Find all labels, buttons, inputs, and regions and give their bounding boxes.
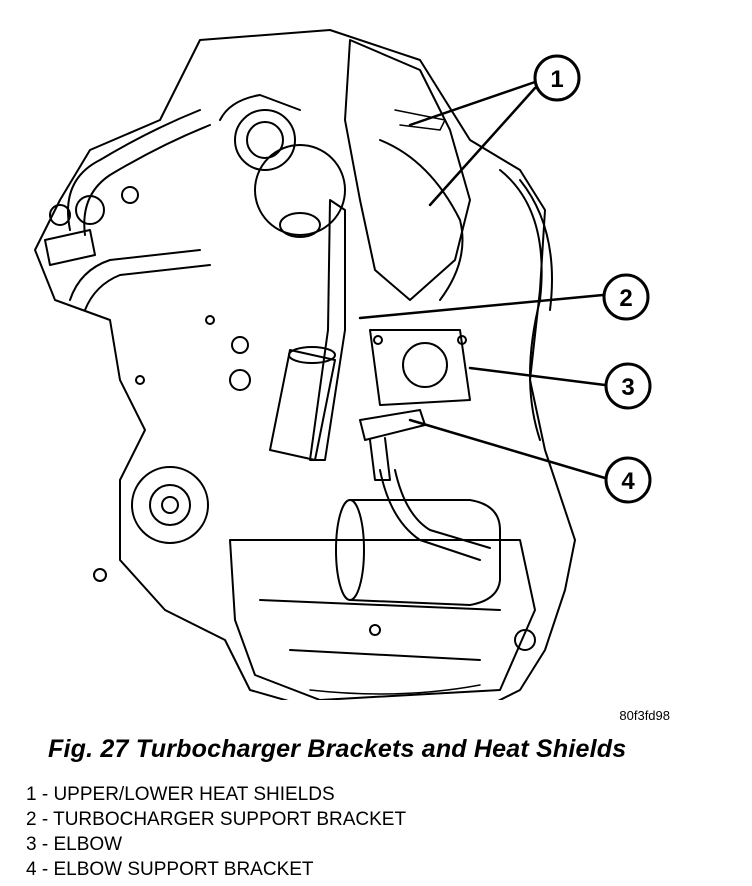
callout-2-label: 2 xyxy=(619,285,632,312)
legend-item: 1 - UPPER/LOWER HEAT SHIELDS xyxy=(26,784,335,805)
canister xyxy=(269,349,336,461)
upper-hose xyxy=(67,109,201,231)
callout-2: 2 xyxy=(602,273,650,321)
callout-4-label: 4 xyxy=(621,468,635,495)
legend-item: 4 - ELBOW SUPPORT BRACKET xyxy=(26,859,314,880)
figure-reference-code: 80f3fd98 xyxy=(619,708,670,723)
legend-item: 2 - TURBOCHARGER SUPPORT BRACKET xyxy=(26,809,407,830)
oil-pan xyxy=(229,539,536,700)
upper-heat-shield xyxy=(344,39,471,301)
exhaust-pipe xyxy=(349,499,501,606)
callout-1: 1 xyxy=(533,54,581,102)
callout-3-label: 3 xyxy=(621,374,634,401)
leader-lines xyxy=(358,80,607,480)
legend-item: 3 - ELBOW xyxy=(26,834,123,855)
figure-caption: Fig. 27 Turbocharger Brackets and Heat S… xyxy=(48,735,627,763)
callout-4: 4 xyxy=(604,456,652,504)
callout-3: 3 xyxy=(604,362,652,410)
callout-1-label: 1 xyxy=(550,66,563,93)
elbow-flange xyxy=(369,329,471,406)
turbo-inlet xyxy=(234,109,296,171)
elbow-support-bracket xyxy=(359,409,426,441)
engine-block-outline xyxy=(34,29,576,700)
engine-illustration: 1 2 3 4 xyxy=(34,29,652,700)
legend-list: 1 - UPPER/LOWER HEAT SHIELDS 2 - TURBOCH… xyxy=(26,782,406,882)
lower-heat-shield xyxy=(379,139,464,301)
turbocharger-support-bracket xyxy=(309,199,346,461)
crank-pulley xyxy=(131,466,209,544)
turbo-housing xyxy=(254,144,346,236)
